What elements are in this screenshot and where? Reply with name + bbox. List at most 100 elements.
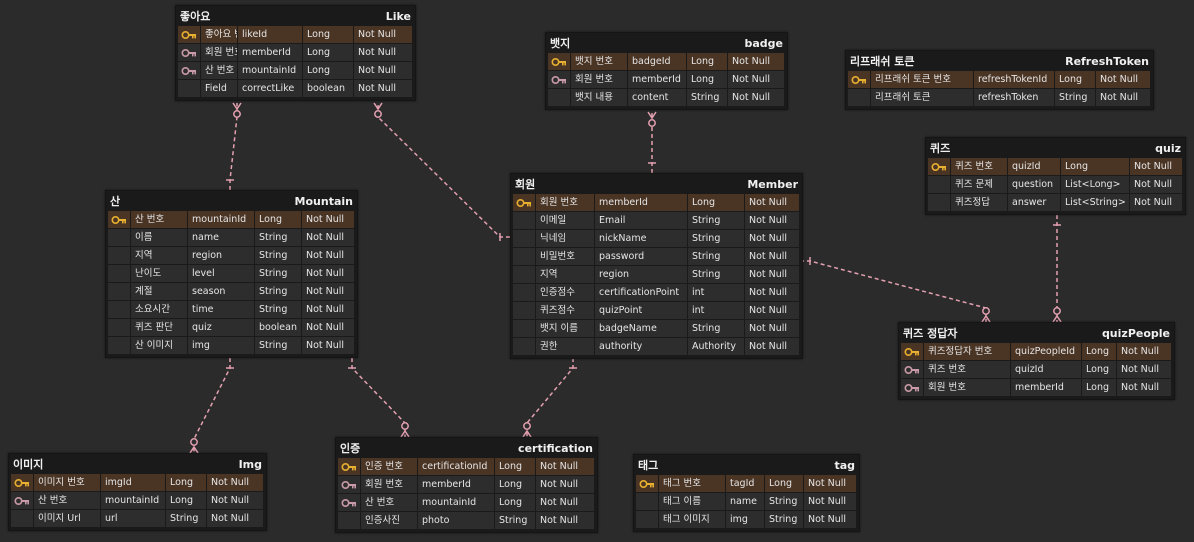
column-constraint: Not Null: [207, 474, 263, 492]
primary-key-icon: [548, 53, 570, 71]
column-type: int: [688, 302, 744, 320]
key-cell: [108, 319, 130, 337]
column-constraint: Not Null: [745, 266, 799, 284]
relation-line-mountain-like: [229, 103, 238, 190]
optional-marker: [648, 119, 656, 127]
column-type: String: [255, 283, 301, 301]
table-row[interactable]: 좋아요 번호likeIdLongNot Null: [178, 26, 413, 44]
column-type: String: [255, 265, 301, 283]
entity-title-english: RefreshToken: [1065, 54, 1149, 68]
column-name: correctLike: [238, 80, 302, 98]
column-label: 이미지 번호: [34, 474, 100, 492]
primary-key-icon: [11, 474, 33, 492]
column-label: 회원 번호: [361, 476, 417, 494]
column-type: Long: [303, 44, 353, 62]
entity-header[interactable]: 산 Mountain: [106, 191, 357, 211]
key-cell: [513, 248, 535, 266]
column-label: 퀴즈점수: [536, 302, 594, 320]
column-label: 퀴즈정답자 번호: [924, 343, 1010, 361]
relation-line-mountain-certification: [351, 358, 406, 437]
column-type: String: [166, 510, 206, 528]
key-cell: [338, 512, 360, 530]
column-label: 산 번호: [34, 492, 100, 510]
column-label: 태그 이미지: [659, 511, 725, 529]
many-marker: [232, 102, 242, 111]
column-label: 뱃지 번호: [571, 53, 627, 71]
entity-title-korean: 인증: [340, 442, 361, 455]
column-type: List<String>: [1061, 194, 1129, 212]
entity-title-english: Mountain: [294, 194, 353, 208]
key-cell: [108, 265, 130, 283]
column-name: quizId: [1008, 158, 1060, 176]
optional-marker: [233, 110, 241, 118]
column-name: memberId: [238, 44, 302, 62]
foreign-key-icon: [11, 492, 33, 510]
key-cell: [513, 266, 535, 284]
entity-title-korean: 산: [110, 195, 121, 208]
column-label: 퀴즈 문제: [951, 176, 1007, 194]
column-label: 퀴즈 번호: [924, 361, 1010, 379]
column-constraint: Not Null: [745, 230, 799, 248]
